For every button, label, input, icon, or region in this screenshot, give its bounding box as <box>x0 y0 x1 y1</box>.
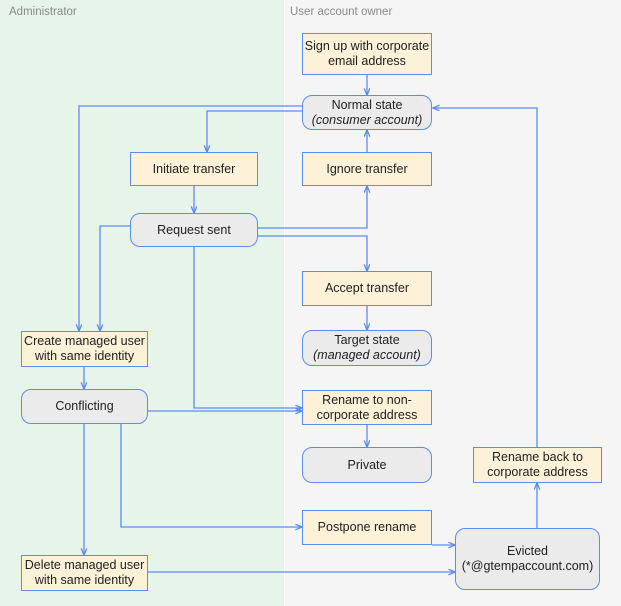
swimlane-administrator <box>0 0 284 606</box>
node-label: Normal state <box>331 97 403 112</box>
node-label: Rename to non-corporate address <box>316 392 418 422</box>
node-target-state[interactable]: Target state (managed account) <box>302 330 432 366</box>
node-accept-transfer[interactable]: Accept transfer <box>302 271 432 306</box>
node-request-sent[interactable]: Request sent <box>130 213 258 247</box>
node-label: Initiate transfer <box>152 161 236 176</box>
node-sublabel: (*@gtempaccount.com) <box>461 559 594 573</box>
node-label: Rename back to corporate address <box>487 450 588 479</box>
node-label: Target state <box>334 333 400 347</box>
node-label: Ignore transfer <box>326 161 408 176</box>
node-label: Request sent <box>157 222 231 237</box>
node-sublabel: (consumer account) <box>311 112 423 127</box>
swimlane-label-administrator: Administrator <box>9 6 77 18</box>
node-label: Postpone rename <box>317 520 417 534</box>
swimlane-label-user-account-owner: User account owner <box>290 6 393 18</box>
node-ignore-transfer[interactable]: Ignore transfer <box>302 152 432 186</box>
node-label: Private <box>347 457 387 472</box>
node-initiate-transfer[interactable]: Initiate transfer <box>130 152 258 186</box>
node-sign-up-with-corporate-email-address[interactable]: Sign up with corporate email address <box>302 33 432 75</box>
node-postpone-rename[interactable]: Postpone rename <box>302 510 432 545</box>
node-label: Create managed user with same identity <box>24 334 145 363</box>
node-label: Sign up with corporate email address <box>304 39 430 68</box>
node-rename-to-non-corporate-address[interactable]: Rename to non-corporate address <box>302 390 432 425</box>
node-delete-managed-user-with-same-identity[interactable]: Delete managed user with same identity <box>21 555 148 591</box>
node-create-managed-user-with-same-identity[interactable]: Create managed user with same identity <box>21 331 148 367</box>
node-sublabel: (managed account) <box>313 348 421 362</box>
node-normal-state[interactable]: Normal state (consumer account) <box>302 95 432 130</box>
node-conflicting[interactable]: Conflicting <box>21 389 148 424</box>
node-label: Conflicting <box>55 399 114 413</box>
node-private[interactable]: Private <box>302 447 432 483</box>
node-evicted[interactable]: Evicted (*@gtempaccount.com) <box>455 528 600 590</box>
node-rename-back-to-corporate-address[interactable]: Rename back to corporate address <box>473 447 602 483</box>
node-label: Accept transfer <box>324 281 410 295</box>
node-label: Evicted <box>507 544 548 558</box>
node-label: Delete managed user with same identity <box>24 558 145 587</box>
